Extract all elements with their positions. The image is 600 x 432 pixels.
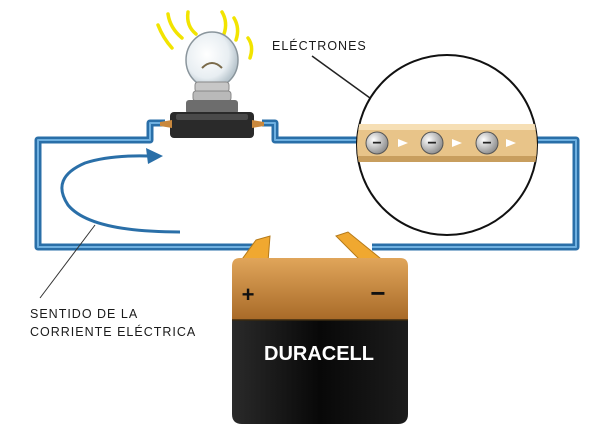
electron-flow-arrows xyxy=(398,139,516,147)
magnifier-circle-icon: − − − xyxy=(311,54,538,236)
electron-icon: − xyxy=(365,131,389,155)
electron-charge-1: − xyxy=(372,135,381,152)
electron-charge-3: − xyxy=(482,135,491,152)
bulb-rays xyxy=(156,10,254,60)
battery-icon: + − DURACELL xyxy=(232,231,408,424)
electrons-label: ELÉCTRONES xyxy=(272,39,367,53)
electron-charge-2: − xyxy=(427,135,436,152)
current-arrow-icon xyxy=(60,148,181,234)
light-bulb-icon xyxy=(156,10,264,138)
electron-icon: − xyxy=(420,131,444,155)
battery-positive-symbol: + xyxy=(242,282,255,307)
current-label-pointer xyxy=(39,224,96,299)
current-direction-label: SENTIDO DE LA CORRIENTE ELÉCTRICA xyxy=(30,305,230,341)
battery-brand: DURACELL xyxy=(264,343,374,365)
current-label-line-1: SENTIDO DE LA xyxy=(30,307,139,321)
current-label-line-2: CORRIENTE ELÉCTRICA xyxy=(30,325,197,339)
battery-negative-symbol: − xyxy=(370,278,385,308)
electron-icon: − xyxy=(475,131,499,155)
